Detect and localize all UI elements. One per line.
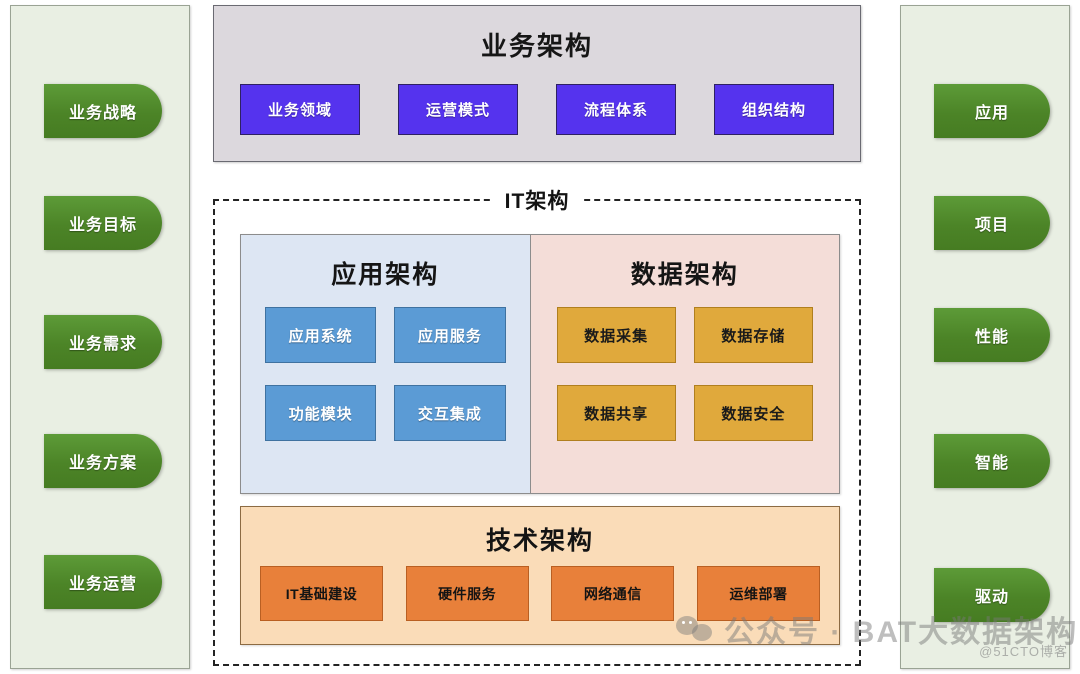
app-item-label: 应用系统	[288, 327, 353, 345]
data-item-sharing[interactable]: 数据共享	[556, 385, 676, 441]
app-item-label: 应用服务	[417, 327, 482, 345]
tech-item-operations[interactable]: 运维部署	[696, 566, 820, 621]
left-rail-item-4[interactable]: 业务方案	[44, 434, 162, 488]
data-item-storage[interactable]: 数据存储	[693, 307, 813, 363]
tech-item-label: 网络通信	[583, 585, 642, 602]
right-rail-item-label: 智能	[974, 455, 1009, 472]
business-item-label: 运营模式	[425, 102, 490, 119]
business-architecture-items: 业务领域 运营模式 流程体系 组织结构	[240, 84, 834, 135]
business-item-process[interactable]: 流程体系	[556, 84, 676, 135]
application-architecture-panel: 应用架构 应用系统 应用服务 功能模块 交互集成	[241, 235, 531, 493]
right-rail-item-label: 驱动	[974, 589, 1009, 606]
business-item-operating[interactable]: 运营模式	[398, 84, 518, 135]
technology-architecture-panel: 技术架构 IT基础建设 硬件服务 网络通信 运维部署	[240, 506, 840, 645]
left-rail-item-label: 业务目标	[68, 217, 137, 234]
data-item-label: 数据共享	[584, 405, 649, 423]
data-item-label: 数据存储	[721, 327, 786, 345]
left-rail-item-label: 业务运营	[68, 576, 137, 593]
left-rail-item-1[interactable]: 业务战略	[44, 84, 162, 138]
right-rail-item-2[interactable]: 项目	[934, 196, 1050, 250]
tech-item-label: 硬件服务	[438, 585, 497, 602]
left-rail-item-label: 业务方案	[68, 455, 137, 472]
right-rail-item-5[interactable]: 驱动	[934, 568, 1050, 622]
business-item-label: 组织结构	[741, 102, 806, 119]
data-architecture-title: 数据架构	[630, 261, 739, 289]
data-architecture-items: 数据采集 数据存储 数据共享 数据安全	[556, 307, 813, 441]
technology-architecture-title: 技术架构	[485, 527, 594, 555]
it-middle-row: 应用架构 应用系统 应用服务 功能模块 交互集成 数据架构 数据采集 数据存储 …	[240, 234, 840, 494]
right-rail-item-label: 项目	[974, 217, 1009, 234]
app-item-module[interactable]: 功能模块	[265, 385, 377, 441]
app-item-system[interactable]: 应用系统	[265, 307, 377, 363]
right-rail: 应用 项目 性能 智能 驱动	[900, 5, 1070, 669]
app-item-label: 功能模块	[288, 405, 353, 423]
data-item-label: 数据安全	[721, 405, 786, 423]
right-rail-item-label: 应用	[974, 105, 1009, 122]
right-rail-item-3[interactable]: 性能	[934, 308, 1050, 362]
tech-item-label: 运维部署	[729, 585, 788, 602]
left-rail-item-5[interactable]: 业务运营	[44, 555, 162, 609]
left-rail-item-label: 业务战略	[68, 105, 137, 122]
business-architecture-title: 业务架构	[480, 31, 593, 61]
data-architecture-panel: 数据架构 数据采集 数据存储 数据共享 数据安全	[530, 235, 839, 493]
tech-item-infrastructure[interactable]: IT基础建设	[260, 566, 383, 621]
technology-architecture-items: IT基础建设 硬件服务 网络通信 运维部署	[260, 566, 820, 621]
left-rail: 业务战略 业务目标 业务需求 业务方案 业务运营	[10, 5, 190, 669]
app-item-integration[interactable]: 交互集成	[394, 385, 506, 441]
right-rail-item-1[interactable]: 应用	[934, 84, 1050, 138]
business-architecture-panel: 业务架构 业务领域 运营模式 流程体系 组织结构	[213, 5, 861, 162]
business-item-organization[interactable]: 组织结构	[714, 84, 834, 135]
it-architecture-frame: 应用架构 应用系统 应用服务 功能模块 交互集成 数据架构 数据采集 数据存储 …	[213, 199, 861, 666]
left-rail-item-label: 业务需求	[68, 336, 137, 353]
tech-item-hardware[interactable]: 硬件服务	[405, 566, 529, 621]
app-item-label: 交互集成	[417, 405, 482, 423]
business-item-domain[interactable]: 业务领域	[240, 84, 360, 135]
it-architecture-label-text: IT架构	[492, 190, 582, 213]
tech-item-label: IT基础建设	[285, 585, 358, 602]
it-architecture-label: IT架构	[213, 185, 861, 215]
data-item-label: 数据采集	[584, 327, 649, 345]
right-rail-item-4[interactable]: 智能	[934, 434, 1050, 488]
application-architecture-items: 应用系统 应用服务 功能模块 交互集成	[265, 307, 506, 441]
business-item-label: 流程体系	[583, 102, 648, 119]
right-rail-item-label: 性能	[974, 329, 1009, 346]
left-rail-item-2[interactable]: 业务目标	[44, 196, 162, 250]
left-rail-item-3[interactable]: 业务需求	[44, 315, 162, 369]
app-item-service[interactable]: 应用服务	[394, 307, 506, 363]
business-item-label: 业务领域	[267, 102, 332, 119]
tech-item-network[interactable]: 网络通信	[551, 566, 675, 621]
data-item-security[interactable]: 数据安全	[693, 385, 813, 441]
application-architecture-title: 应用架构	[331, 261, 440, 289]
data-item-collection[interactable]: 数据采集	[556, 307, 676, 363]
